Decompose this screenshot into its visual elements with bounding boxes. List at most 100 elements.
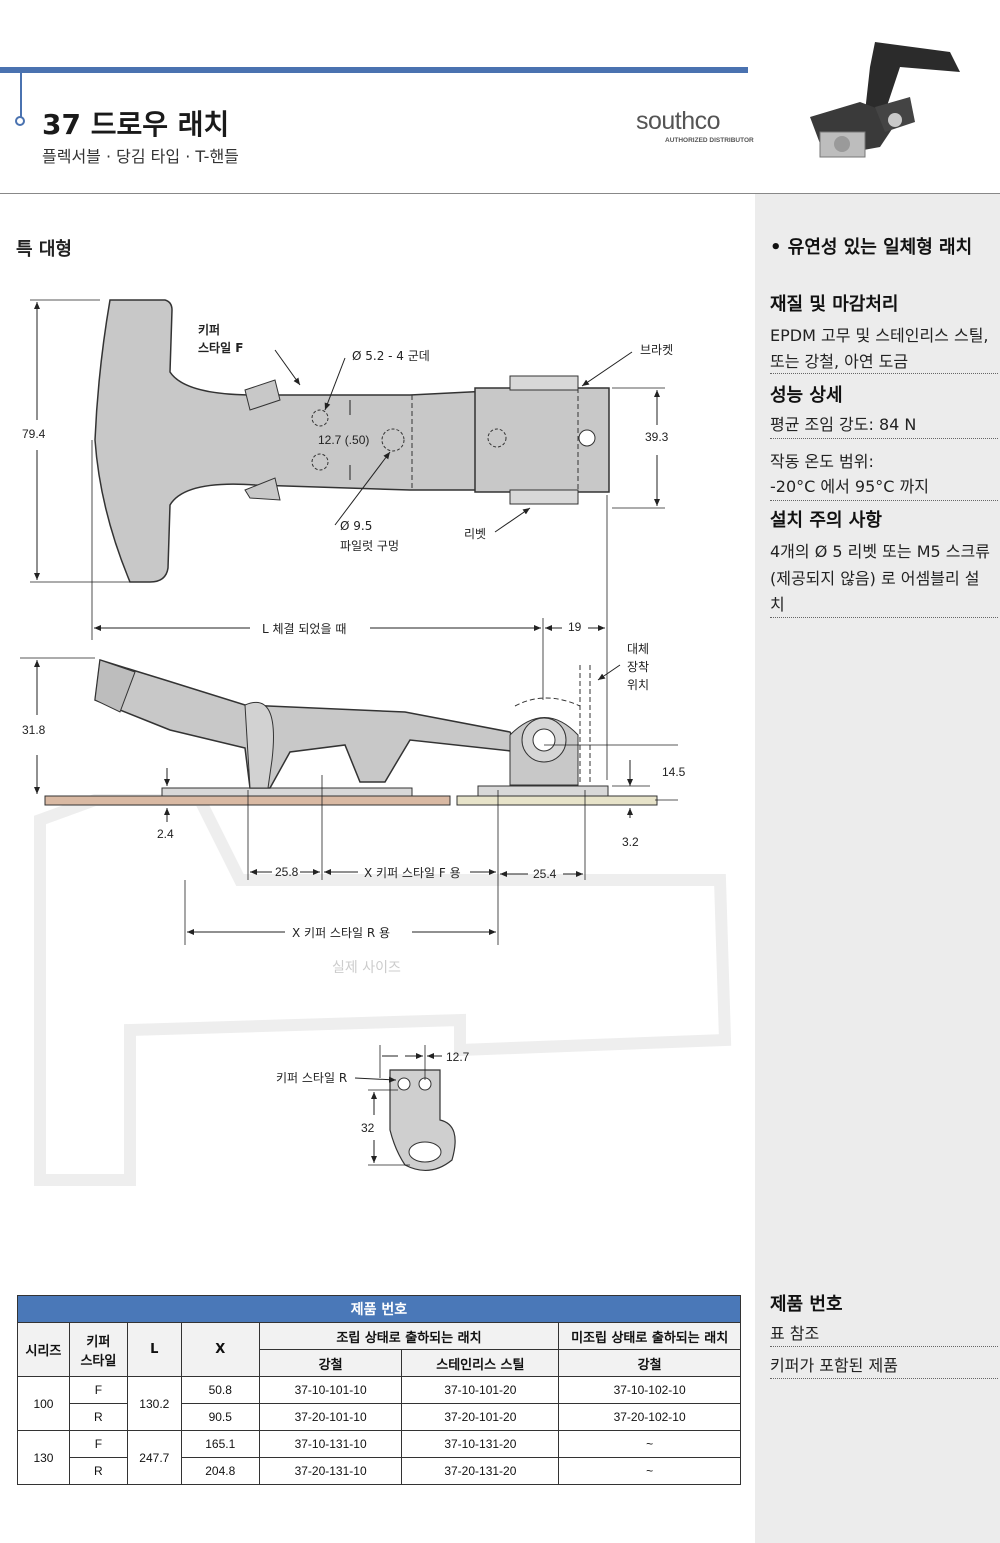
alt-position-3: 위치 — [627, 678, 649, 692]
divider — [770, 373, 998, 374]
technical-drawing: 79.4 39.3 12.7 (.50) 키퍼 스타일 F Ø 5.2 - 4 … — [20, 299, 732, 1186]
hole-label: Ø 5.2 - 4 군데 — [352, 349, 430, 363]
install-line-3: 치 — [770, 595, 785, 614]
part-number-heading: 제품 번호 — [770, 1294, 843, 1315]
divider — [770, 1378, 998, 1379]
header-accent-dot — [15, 116, 25, 126]
part-number-table: 제품 번호 시리즈 키퍼 스타일 L X 조립 상태로 출하되는 래치 미조립 … — [17, 1295, 741, 1485]
page-subtitle: 플렉서블 · 당김 타입 · T-핸들 — [42, 147, 239, 166]
material-line-1: EPDM 고무 및 스테인리스 스틸, — [770, 326, 989, 345]
l-closed-label: L 체결 되었을 때 — [262, 622, 346, 636]
header-x: X — [180, 1322, 260, 1377]
x-keeper-r-label: X 키퍼 스타일 R 용 — [292, 926, 390, 940]
cell-l: 247.7 — [126, 1430, 182, 1485]
header-unassembled: 미조립 상태로 출하되는 래치 — [558, 1322, 741, 1350]
table-caption: 제품 번호 — [17, 1295, 741, 1323]
x-keeper-f-label: X 키퍼 스타일 F 용 — [364, 866, 461, 880]
cell-keeper: F — [68, 1376, 128, 1404]
dim-25-8: 25.8 — [275, 865, 299, 879]
header-keeper-line-2: 스타일 — [80, 1353, 117, 1369]
panel-right — [456, 795, 658, 806]
performance-heading: 성능 상세 — [770, 385, 843, 406]
cell-x: 50.8 — [180, 1376, 260, 1404]
panel-left — [44, 795, 451, 806]
alt-position-1: 대체 — [627, 642, 649, 656]
performance-strength: 평균 조임 강도: 84 N — [770, 415, 917, 434]
page-title: 37 드로우 래치 — [42, 108, 230, 141]
handle-side-view — [94, 659, 522, 789]
cell-stainless: 37-20-131-20 — [401, 1457, 560, 1485]
section-heading: 특 대형 — [16, 239, 72, 260]
header-series: 시리즈 — [17, 1322, 70, 1377]
keeper-r-label: 키퍼 스타일 R — [276, 1071, 347, 1085]
cell-steel: 37-10-101-10 — [258, 1376, 403, 1404]
actual-size-label: 실제 사이즈 — [332, 960, 401, 976]
cell-unassembled: 37-10-102-10 — [558, 1376, 741, 1404]
install-line-1: 4개의 Ø 5 리벳 또는 M5 스크류 — [770, 542, 990, 561]
cell-unassembled: 37-20-102-10 — [558, 1403, 741, 1431]
part-number-note-1: 표 참조 — [770, 1324, 820, 1343]
bracket-plate — [474, 387, 610, 493]
dim-19: 19 — [568, 620, 582, 634]
header-keeper: 키퍼 스타일 — [68, 1322, 128, 1377]
header-l: L — [126, 1322, 182, 1377]
dim-14-5: 14.5 — [662, 765, 686, 779]
handle-top-view — [94, 299, 511, 583]
dim-3-2: 3.2 — [622, 835, 639, 849]
material-line-2: 또는 강철, 아연 도금 — [770, 352, 909, 371]
table-row: 130 F 247.7 165.1 37-10-131-10 37-10-131… — [17, 1430, 741, 1485]
sidebar-panel — [755, 194, 1000, 1543]
feature-bullet: • 유연성 있는 일체형 래치 — [770, 237, 973, 258]
install-line-2: (제공되지 않음) 로 어셈블리 설 — [770, 569, 980, 588]
table-row: R 204.8 37-20-131-10 37-20-131-20 ~ — [18, 1457, 741, 1485]
dim-79-4: 79.4 — [22, 427, 46, 441]
header-accent-line — [20, 73, 22, 117]
header-stainless: 스테인리스 스틸 — [401, 1349, 560, 1377]
performance-temp: -20°C 에서 95°C 까지 — [770, 477, 929, 496]
divider — [770, 1346, 998, 1347]
dim-12-7b: 12.7 — [446, 1050, 470, 1064]
table-row: 100 F 130.2 50.8 37-10-101-10 37-10-101-… — [17, 1376, 741, 1431]
cell-stainless: 37-10-131-20 — [401, 1430, 560, 1458]
part-number-note-2: 키퍼가 포함된 제품 — [770, 1356, 898, 1375]
header-divider — [0, 193, 1000, 194]
cell-unassembled: ~ — [558, 1430, 741, 1458]
dim-32: 32 — [361, 1121, 375, 1135]
divider — [770, 438, 998, 439]
cell-keeper: R — [68, 1403, 128, 1431]
header-assembled: 조립 상태로 출하되는 래치 — [258, 1322, 560, 1350]
cell-stainless: 37-20-101-20 — [401, 1403, 560, 1431]
southco-logo: southco — [636, 107, 721, 135]
cell-keeper: R — [68, 1457, 128, 1485]
cell-keeper: F — [68, 1430, 128, 1458]
cell-x: 90.5 — [180, 1403, 260, 1431]
alt-position-2: 장착 — [627, 660, 649, 674]
dim-12-7: 12.7 (.50) — [318, 433, 369, 447]
header-steel: 강철 — [258, 1349, 403, 1377]
cell-l: 130.2 — [126, 1376, 182, 1431]
dim-2-4: 2.4 — [157, 827, 174, 841]
dim-25-4: 25.4 — [533, 867, 557, 881]
rivet-label: 리벳 — [464, 527, 486, 541]
cell-stainless: 37-10-101-20 — [401, 1376, 560, 1404]
cell-steel: 37-20-101-10 — [258, 1403, 403, 1431]
cell-x: 204.8 — [180, 1457, 260, 1485]
dim-39-3: 39.3 — [645, 430, 669, 444]
install-heading: 설치 주의 사항 — [770, 510, 882, 531]
keeper-r-drawing — [389, 1069, 456, 1171]
keeper-f-label-1: 키퍼 — [198, 322, 220, 337]
actual-size-outline — [34, 794, 732, 1186]
material-heading: 재질 및 마감처리 — [770, 294, 899, 315]
keeper-f-label-2: 스타일 F — [198, 340, 244, 355]
divider — [770, 500, 998, 501]
divider — [770, 617, 998, 618]
header-steel-unassembled: 강철 — [558, 1349, 741, 1377]
cell-unassembled: ~ — [558, 1457, 741, 1485]
header-rule — [0, 67, 748, 73]
header-keeper-line-1: 키퍼 — [86, 1334, 111, 1350]
logo-tagline: AUTHORIZED DISTRIBUTOR — [665, 137, 754, 144]
performance-temp-label: 작동 온도 범위: — [770, 452, 874, 471]
bracket-label: 브라켓 — [640, 343, 673, 357]
cell-series: 100 — [17, 1376, 70, 1431]
cell-steel: 37-10-131-10 — [258, 1430, 403, 1458]
